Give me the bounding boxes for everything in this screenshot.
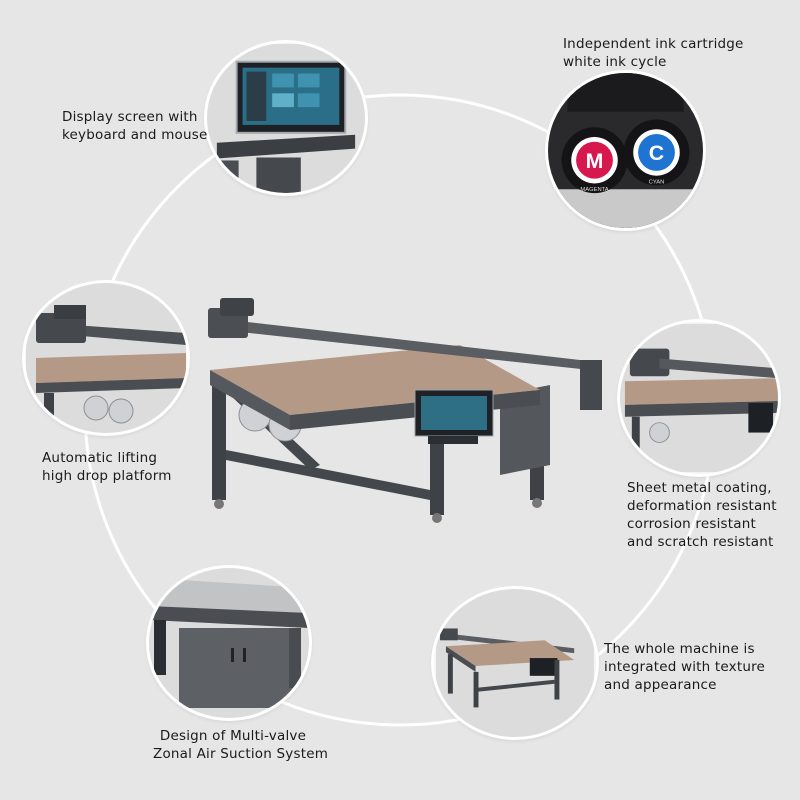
uv-flatbed-printer-main-image: [208, 298, 602, 523]
bubble-lifting-platform: [25, 283, 187, 433]
label-air-suction: Design of Multi-valve Zonal Air Suction …: [153, 728, 329, 762]
bubble-sheet-metal: [620, 322, 778, 474]
label-display-screen: Display screen with keyboard and mouse: [62, 109, 208, 143]
label-ink-cartridge: Independent ink cartridge white ink cycl…: [563, 36, 744, 70]
bubble-display-screen: [207, 43, 365, 193]
cartridge-ring-text-cyan: CYAN: [649, 179, 665, 185]
label-sheet-metal: Sheet metal coating, deformation resista…: [627, 480, 777, 550]
cartridge-letter-c: C: [649, 141, 664, 165]
magenta-cartridge-icon: [576, 141, 613, 179]
label-lifting-platform: Automatic lifting high drop platform: [42, 450, 172, 484]
label-whole-machine: The whole machine is integrated with tex…: [604, 641, 766, 693]
bubble-whole-machine: [434, 589, 596, 737]
bubble-air-suction: [149, 568, 309, 718]
cyan-cartridge-icon: [638, 134, 675, 171]
bubble-ink-cartridges: M C MAGENTA CYAN: [548, 73, 703, 228]
cartridge-letter-m: M: [586, 149, 604, 173]
cartridge-ring-text-magenta: MAGENTA: [580, 187, 608, 193]
